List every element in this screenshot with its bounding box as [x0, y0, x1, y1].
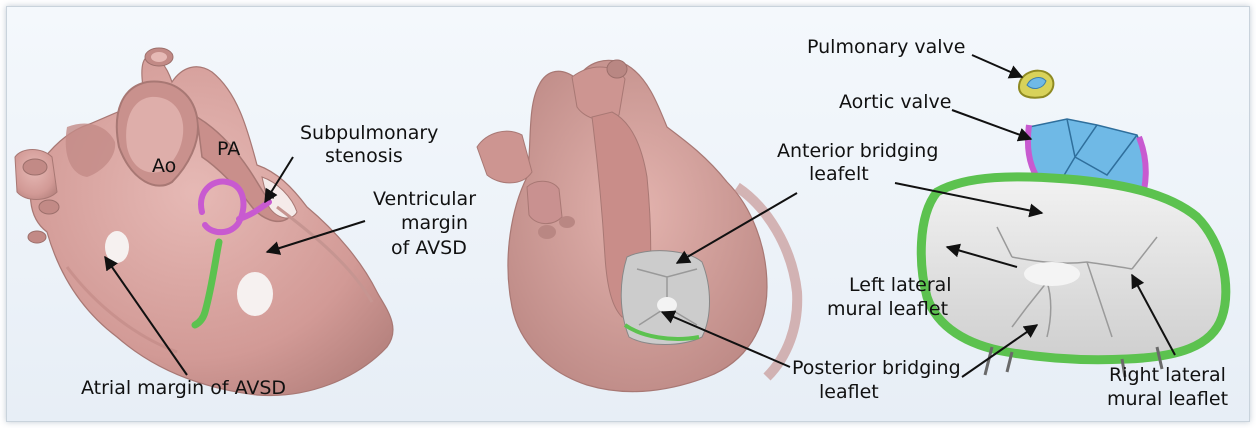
label-left-lateral-1: Left lateral — [849, 274, 952, 296]
label-posterior-1: Posterior bridging — [792, 357, 961, 379]
label-ao: Ao — [152, 155, 176, 177]
middle-heart — [477, 60, 797, 392]
label-right-lateral-2: mural leaflet — [1107, 388, 1228, 410]
label-anterior-1: Anterior bridging — [777, 140, 938, 162]
atrioventricular-valve-ring — [921, 177, 1226, 377]
label-atrial-margin: Atrial margin of AVSD — [81, 377, 286, 399]
left-heart-body — [30, 56, 393, 395]
label-left-lateral-2: mural leaflet — [827, 298, 948, 320]
label-ventricular-1: Ventricular — [373, 188, 476, 210]
label-aortic-valve: Aortic valve — [839, 91, 951, 113]
figure-frame: Ao PA * Subpulmonary stenosis Ventricula… — [6, 6, 1250, 422]
valve-model — [921, 71, 1226, 377]
label-pa: PA — [217, 138, 240, 160]
left-heart-section — [15, 48, 393, 396]
label-subpulmonary-1: Subpulmonary — [300, 122, 438, 144]
heart-figure: Ao PA * Subpulmonary stenosis Ventricula… — [7, 7, 1249, 421]
label-ventricular-2: margin — [401, 212, 468, 234]
pulmonary-valve-model — [1019, 71, 1053, 98]
label-asterisk: * — [265, 189, 275, 210]
label-anterior-2: leafelt — [809, 163, 869, 185]
label-subpulmonary-2: stenosis — [325, 145, 403, 167]
label-posterior-2: leaflet — [819, 381, 879, 403]
label-ventricular-3: of AVSD — [391, 237, 467, 259]
label-right-lateral-1: Right lateral — [1109, 364, 1226, 386]
label-pulmonary-valve: Pulmonary valve — [807, 36, 965, 58]
